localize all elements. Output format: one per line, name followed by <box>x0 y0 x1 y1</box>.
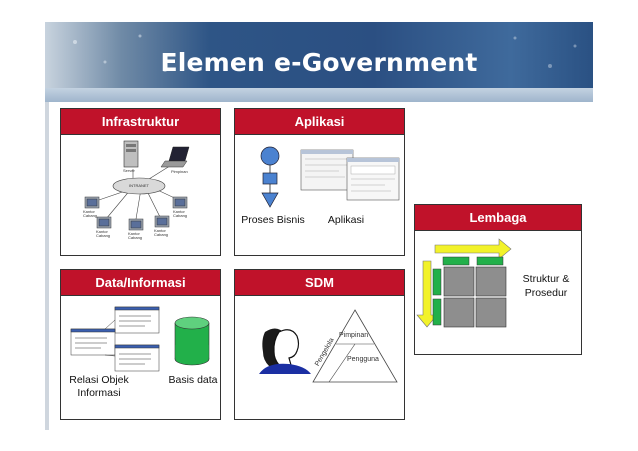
data-informasi-header: Data/Informasi <box>61 270 220 296</box>
pyramid-right-label: Pengguna <box>347 356 379 363</box>
relasi-basis-illustration <box>70 306 210 372</box>
infrastruktur-panel: Infrastruktur <box>60 108 221 256</box>
lembaga-panel: Lembaga Struktur & Prosedur <box>414 204 582 355</box>
relasi-objek-label: Relasi Objek <box>69 374 129 386</box>
lembaga-header: Lembaga <box>415 205 581 231</box>
node-label: Kantor Cabang <box>173 209 188 218</box>
aplikasi-panel: Aplikasi <box>234 108 405 256</box>
server-label: Server <box>123 168 135 173</box>
app-window-back <box>300 149 354 191</box>
banner-decoration <box>73 34 577 72</box>
pyramid-top-label: Pimpinan <box>339 332 369 339</box>
structure-illustration <box>416 238 512 328</box>
informasi-label: Informasi <box>77 387 121 399</box>
node-label: Kantor Cabang <box>96 229 111 238</box>
network-diagram <box>84 140 190 231</box>
laptop-label: Pimpinan <box>171 169 188 174</box>
app-window-front <box>346 157 400 201</box>
people-icon <box>259 328 311 374</box>
people-pyramid-illustration <box>259 309 398 383</box>
prosedur-label: Prosedur <box>524 287 568 299</box>
title-banner: Elemen e-Government <box>45 22 593 88</box>
slide: Elemen e-Government Infrastruktur <box>45 22 593 430</box>
basis-data-label: Basis data <box>168 374 218 386</box>
process-app-illustration <box>260 146 400 208</box>
left-edge-line <box>45 102 49 430</box>
sdm-header: SDM <box>235 270 404 296</box>
node-label: Kantor Cabang <box>154 228 169 237</box>
intranet-label: INTRANET <box>129 183 149 188</box>
sdm-panel: SDM Pimpinan Pengguna Pengelola <box>234 269 405 420</box>
proses-bisnis-label: Proses Bisnis <box>241 214 305 226</box>
aplikasi-label: Aplikasi <box>327 214 365 226</box>
struktur-label: Struktur & <box>522 273 570 285</box>
slide-title: Elemen e-Government <box>160 48 478 77</box>
data-informasi-panel: Data/Informasi Relasi Objek Informas <box>60 269 221 420</box>
node-label: Kantor Cabang <box>128 231 143 240</box>
banner-underline <box>45 88 593 102</box>
aplikasi-header: Aplikasi <box>235 109 404 135</box>
infrastruktur-header: Infrastruktur <box>61 109 220 135</box>
node-label: Kantor Cabang <box>83 209 98 218</box>
